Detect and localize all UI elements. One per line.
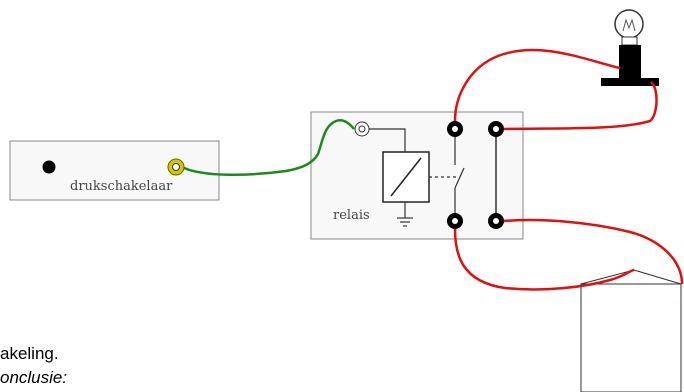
power-wire-bottom-left-to-battery	[453, 228, 635, 291]
relay-coil-icon	[382, 151, 430, 203]
power-wire-lamp-to-top-left	[453, 48, 621, 122]
relay-module: relais	[310, 111, 524, 240]
relay-input-jack	[354, 121, 370, 137]
relay-label: relais	[333, 208, 370, 223]
push-switch-module: drukschakelaar	[9, 140, 220, 201]
switch-output-jack	[167, 158, 185, 176]
relay-switch-contact-icon	[454, 167, 465, 189]
ground-icon	[397, 217, 413, 227]
signal-wire-switch-to-relay	[183, 119, 355, 177]
push-switch-label: drukschakelaar	[70, 179, 173, 194]
relay-terminal-bottom-left	[447, 213, 463, 229]
battery-box	[580, 283, 682, 392]
power-wire-bottom-right-to-battery	[503, 218, 684, 285]
caption-line-1: akeling.	[0, 344, 59, 363]
push-button-icon	[42, 160, 56, 174]
relay-terminal-top-right	[488, 121, 504, 137]
power-wire-lamp-to-top-right	[503, 81, 658, 131]
battery-module	[580, 269, 682, 392]
relay-terminal-top-left	[447, 121, 463, 137]
coil-wire	[369, 128, 406, 152]
caption-line-2: onclusie:	[0, 368, 68, 387]
relay-terminal-bottom-right	[488, 213, 504, 229]
light-bulb-icon	[601, 9, 659, 86]
